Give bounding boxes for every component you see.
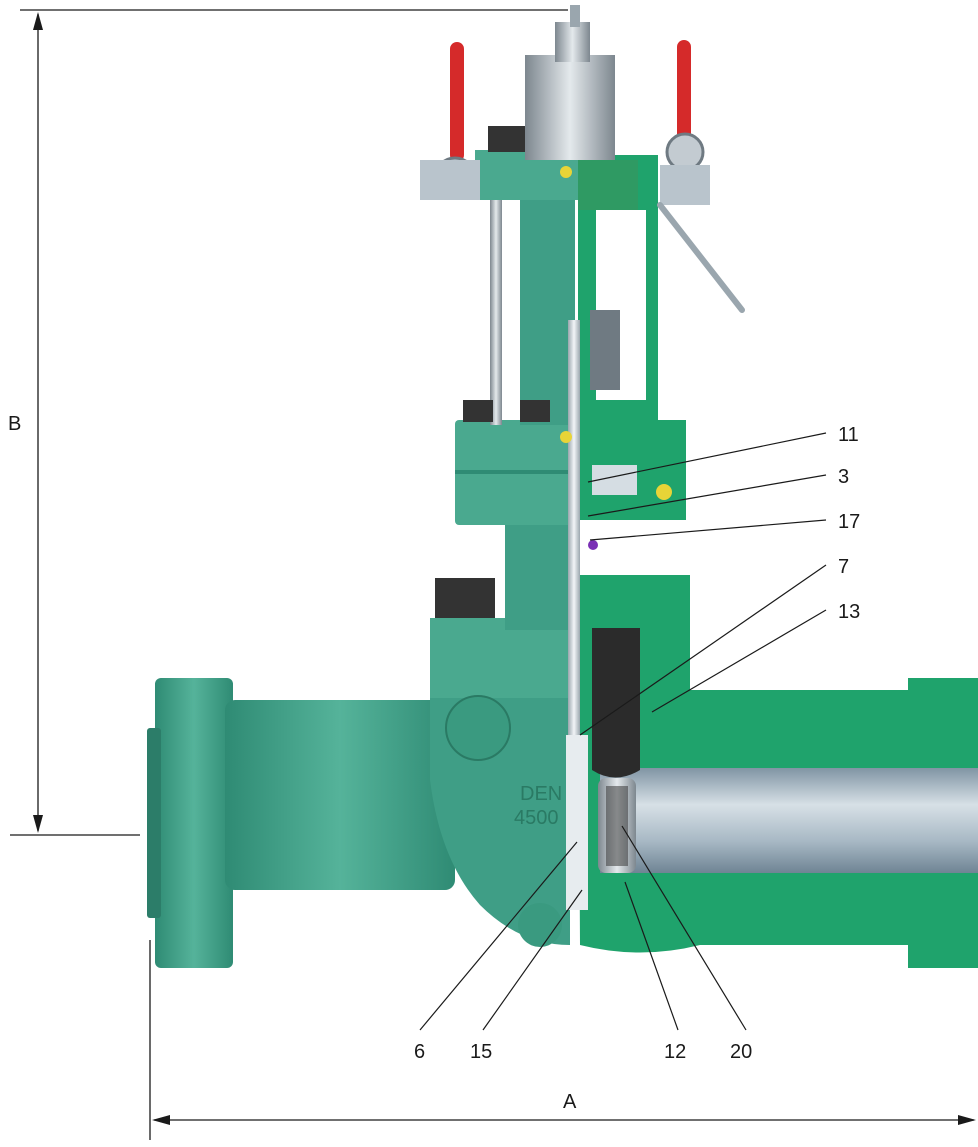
left-handle [450, 42, 464, 162]
right-lock-bracket [660, 165, 710, 205]
actuator-housing [525, 55, 615, 160]
dimension-b-arrow-top [33, 12, 43, 30]
callout-17: 17 [838, 511, 860, 533]
dimension-b-arrow-bottom [33, 815, 43, 833]
hex-nut [520, 400, 550, 422]
callout-7: 7 [838, 556, 849, 578]
dimension-b: B [8, 9, 568, 836]
callout-20: 20 [730, 1041, 752, 1063]
callout-labels: 11 3 17 7 13 6 15 12 20 [414, 424, 860, 1063]
right-handle-clamp [665, 132, 705, 172]
leader-15 [482, 889, 583, 1031]
actuator-cap [570, 5, 580, 27]
leader-20 [621, 825, 747, 1031]
callout-13: 13 [838, 601, 860, 623]
valve-body-section [578, 155, 978, 968]
callout-11: 11 [838, 424, 859, 446]
body-marking-line1: DEN [520, 783, 562, 805]
body-plug [445, 695, 511, 761]
dimension-a: A [149, 940, 976, 1140]
inlet-flange-face [147, 728, 161, 918]
bonnet-split-line [455, 470, 575, 474]
hex-nut [463, 400, 493, 422]
bonnet-flange [430, 618, 570, 698]
leader-11 [587, 432, 827, 483]
bearing-housing [578, 160, 638, 210]
lock-handles [420, 40, 745, 443]
valve-stem [568, 320, 580, 790]
callout-12: 12 [664, 1041, 686, 1063]
leader-12 [624, 881, 679, 1031]
leader-6 [419, 841, 578, 1031]
stem-nut [590, 310, 620, 390]
body-marking-line2: 4500 [514, 807, 559, 829]
actuator-top [555, 22, 590, 62]
packing-seal [588, 540, 598, 550]
dimension-a-label: A [563, 1091, 577, 1113]
callout-leaders [419, 432, 827, 1031]
inlet-neck [225, 700, 455, 890]
leader-7 [579, 564, 827, 736]
lock-lever [657, 202, 745, 313]
bolt-yellow [560, 166, 572, 178]
valve-body-exterior: DEN 4500 [147, 126, 580, 968]
inlet-flange [155, 678, 233, 968]
dimension-b-label: B [8, 413, 21, 435]
leader-13 [651, 609, 827, 713]
grease-fitting [656, 484, 672, 500]
bolt-yellow [560, 431, 572, 443]
outlet-bore [600, 768, 978, 873]
leader-17 [589, 519, 827, 541]
callout-3: 3 [838, 466, 849, 488]
gate-slab [566, 735, 588, 910]
right-handle [677, 40, 691, 160]
yoke-column [520, 195, 575, 425]
hex-nut [488, 126, 528, 152]
seat-detail [606, 786, 628, 866]
callout-6: 6 [414, 1041, 425, 1063]
gate-wedge [592, 628, 640, 778]
left-lock-bracket [420, 160, 480, 200]
drain-plug [518, 903, 562, 947]
yoke-rod [490, 195, 502, 425]
callout-15: 15 [470, 1041, 492, 1063]
hex-nut [435, 578, 495, 618]
dimension-a-arrow-right [958, 1115, 976, 1125]
leader-3 [587, 474, 827, 517]
dimension-a-arrow-left [152, 1115, 170, 1125]
